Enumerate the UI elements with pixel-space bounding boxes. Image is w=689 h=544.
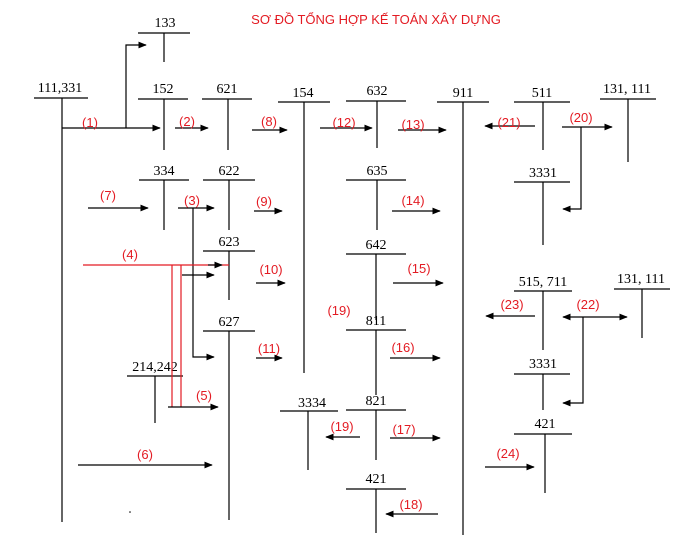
t-account-214-242: 214,242	[127, 360, 183, 423]
step-label-3: (3)	[184, 193, 200, 208]
t-account-515-711: 515, 711	[514, 275, 572, 350]
step-label-7: (7)	[100, 188, 116, 203]
t-account-821: 821	[346, 394, 406, 460]
account-label-811: 811	[366, 314, 386, 329]
step-label-8: (8)	[261, 114, 277, 129]
flow-arrows	[62, 41, 628, 518]
step-label-19-top: (19)	[327, 303, 350, 318]
step-label-5: (5)	[196, 388, 212, 403]
t-account-154: 154	[278, 86, 330, 373]
arrow-1-to-133	[125, 41, 147, 128]
t-account-3331-bottom: 3331	[514, 357, 570, 410]
t-account-623: 623	[203, 235, 255, 300]
t-account-131-111-bottom: 131, 111	[614, 272, 670, 338]
step-label-17: (17)	[392, 422, 415, 437]
account-label-3334: 3334	[298, 396, 326, 411]
diagram-title: SƠ ĐỒ TỔNG HỢP KẾ TOÁN XÂY DỰNG	[251, 12, 501, 27]
step-label-13: (13)	[401, 117, 424, 132]
arrow-20-down	[562, 127, 582, 213]
step-label-20: (20)	[569, 110, 592, 125]
account-label-131-111-top: 131, 111	[603, 82, 651, 97]
step-label-21: (21)	[497, 115, 520, 130]
arrow-22-down	[562, 317, 584, 407]
account-label-152: 152	[153, 82, 174, 97]
step-label-1: (1)	[82, 115, 98, 130]
step-label-18: (18)	[399, 497, 422, 512]
account-label-133: 133	[155, 16, 176, 31]
step-label-15: (15)	[407, 261, 430, 276]
step-label-6: (6)	[137, 447, 153, 462]
account-label-154: 154	[293, 86, 314, 101]
t-account-421-right: 421	[514, 417, 572, 493]
t-account-642: 642	[346, 238, 406, 320]
step-label-2: (2)	[179, 114, 195, 129]
account-label-911: 911	[453, 86, 473, 101]
t-account-511: 511	[514, 86, 570, 150]
account-label-632: 632	[367, 84, 388, 99]
t-account-3331-top: 3331	[514, 166, 570, 245]
step-label-24: (24)	[496, 446, 519, 461]
step-label-19-bottom: (19)	[330, 419, 353, 434]
account-label-623: 623	[219, 235, 240, 250]
t-account-334: 334	[139, 164, 189, 230]
account-label-334: 334	[154, 164, 175, 179]
account-label-111-331: 111,331	[38, 81, 82, 96]
step-label-16: (16)	[391, 340, 414, 355]
t-account-3334: 3334	[280, 396, 338, 470]
step-label-4: (4)	[122, 247, 138, 262]
account-label-622: 622	[219, 164, 240, 179]
t-account-627: 627	[203, 315, 255, 520]
step-labels: (1) (2) (8) (12) (13) (21) (20) (7) (3) …	[82, 110, 600, 512]
arrow-3-to-627	[192, 208, 215, 361]
account-label-3331-bottom: 3331	[529, 357, 557, 372]
t-account-111-331: 111,331	[34, 81, 88, 522]
account-label-627: 627	[219, 315, 240, 330]
account-label-214-242: 214,242	[132, 360, 178, 375]
t-account-911: 911	[437, 86, 489, 535]
account-label-621: 621	[217, 82, 238, 97]
step-label-11: (11)	[258, 341, 280, 356]
t-account-632: 632	[346, 84, 406, 148]
account-label-421-bottom: 421	[366, 472, 387, 487]
t-account-811: 811	[346, 314, 406, 395]
t-account-621: 621	[202, 82, 252, 150]
account-label-515-711: 515, 711	[519, 275, 567, 290]
account-label-3331-top: 3331	[529, 166, 557, 181]
t-account-131-111-top: 131, 111	[600, 82, 656, 162]
step-label-23: (23)	[500, 297, 523, 312]
t-account-635: 635	[346, 164, 406, 230]
account-label-511: 511	[532, 86, 552, 101]
t-account-622: 622	[203, 164, 255, 230]
step-label-10: (10)	[259, 262, 282, 277]
step-label-9: (9)	[256, 194, 272, 209]
t-account-152: 152	[138, 82, 188, 150]
account-label-635: 635	[367, 164, 388, 179]
t-account-421-bottom: 421	[346, 472, 406, 533]
step-label-14: (14)	[401, 193, 424, 208]
step-label-22: (22)	[576, 297, 599, 312]
account-label-821: 821	[366, 394, 387, 409]
account-label-642: 642	[366, 238, 387, 253]
account-label-131-111-bottom: 131, 111	[617, 272, 665, 287]
step-label-12: (12)	[332, 115, 355, 130]
t-account-133: 133	[138, 16, 190, 62]
account-label-421-right: 421	[535, 417, 556, 432]
